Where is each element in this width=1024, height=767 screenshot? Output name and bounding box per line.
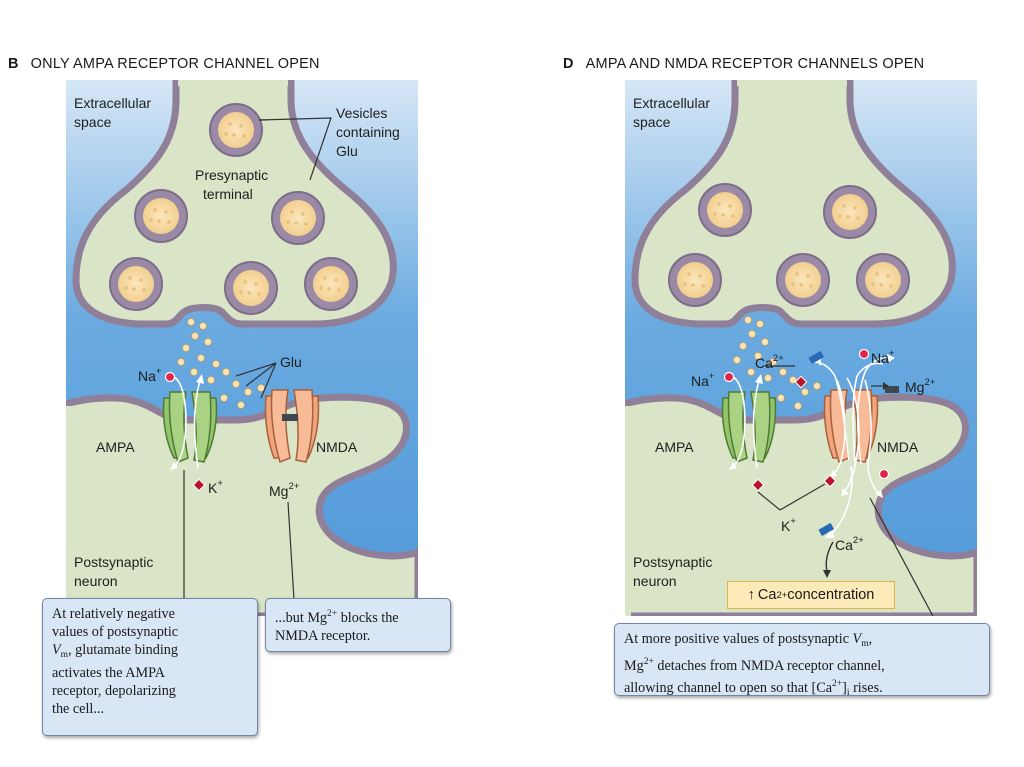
vesicles — [109, 103, 358, 315]
panel-b-letter: B — [8, 56, 19, 72]
potassium-ion — [794, 375, 808, 389]
sodium-label: Na+ — [138, 366, 162, 384]
vesicle — [109, 257, 163, 311]
vesicles — [668, 183, 910, 307]
sodium-label: Na+ — [871, 348, 895, 366]
leader-lines — [183, 117, 332, 601]
vesicle — [209, 103, 263, 157]
vesicles-label-3: Glu — [336, 143, 358, 159]
sodium-ion — [858, 348, 870, 360]
vesicle — [271, 191, 325, 245]
ampa-label: AMPA — [96, 439, 135, 455]
postsynaptic-neuron — [66, 393, 418, 616]
ampa-label: AMPA — [655, 439, 694, 455]
magnesium-ion — [885, 386, 899, 393]
panel-d-diagram: Extracellular space Na+ Ca2+ Na+ Mg2+ AM… — [625, 80, 977, 616]
panel-b-diagram: Extracellular space Vesicles containing … — [66, 80, 418, 616]
up-arrow-icon: ↑ — [747, 587, 755, 603]
extracellular-label-2: space — [74, 114, 112, 130]
panel-b-callout-ampa: At relatively negative values of postsyn… — [42, 598, 258, 736]
glu-label: Glu — [280, 354, 302, 370]
extracellular-label-1: Extracellular — [633, 95, 710, 111]
vesicle — [698, 183, 752, 237]
magnesium-label: Mg2+ — [905, 377, 936, 395]
vesicles-label-2: containing — [336, 124, 400, 140]
panel-d-letter: D — [563, 56, 574, 72]
presynaptic-label-2: terminal — [203, 186, 253, 202]
sodium-label: Na+ — [691, 371, 715, 389]
potassium-ion — [823, 474, 837, 488]
glutamate-molecules — [733, 315, 821, 410]
postsynaptic-label-1: Postsynaptic — [74, 554, 153, 570]
nmda-label: NMDA — [877, 439, 919, 455]
ion-flow-arrows — [730, 356, 894, 497]
postsynaptic-neuron — [625, 393, 977, 616]
glutamate-molecules — [177, 317, 265, 409]
calcium-label: Ca2+ — [835, 535, 864, 553]
calcium-ion — [808, 350, 825, 364]
magnesium-label: Mg2+ — [269, 481, 300, 499]
vesicle — [776, 253, 830, 307]
postsynaptic-label-2: neuron — [633, 573, 677, 589]
vesicle — [304, 257, 358, 311]
sodium-inflow-arrow — [171, 376, 187, 469]
vesicles-label-1: Vesicles — [336, 105, 387, 121]
magnesium-ion-block — [282, 414, 298, 421]
potassium-outflow-arrow — [193, 379, 201, 469]
vesicle — [668, 253, 722, 307]
ampa-receptor — [162, 391, 218, 464]
potassium-ion — [192, 478, 206, 492]
potassium-label: K+ — [208, 478, 223, 496]
panel-b-title: B ONLY AMPA RECEPTOR CHANNEL OPEN — [8, 56, 320, 72]
panel-b-title-text: ONLY AMPA RECEPTOR CHANNEL OPEN — [30, 56, 320, 72]
potassium-ion — [751, 478, 765, 492]
panel-d-callout: At more positive values of postsynaptic … — [614, 623, 990, 698]
presynaptic-label-1: Presynaptic — [195, 167, 268, 183]
postsynaptic-label-2: neuron — [74, 573, 118, 589]
nmda-receptor — [264, 389, 320, 464]
panel-d-title-text: AMPA AND NMDA RECEPTOR CHANNELS OPEN — [585, 56, 925, 72]
vesicle — [224, 261, 278, 315]
vesicle — [134, 189, 188, 243]
calcium-label: Ca2+ — [755, 353, 784, 371]
potassium-label: K+ — [781, 516, 796, 534]
panel-d-title: D AMPA AND NMDA RECEPTOR CHANNELS OPEN — [563, 56, 924, 72]
extracellular-label-1: Extracellular — [74, 95, 151, 111]
panel-b-callout-nmda: ...but Mg2+ blocks the NMDA receptor. — [265, 598, 451, 652]
nmda-label: NMDA — [316, 439, 358, 455]
leader-lines — [757, 365, 934, 616]
ampa-receptor — [721, 391, 777, 464]
vesicle — [856, 253, 910, 307]
calcium-ion — [818, 522, 835, 536]
vesicle — [823, 185, 877, 239]
presynaptic-terminal — [72, 80, 397, 328]
sodium-ion — [164, 371, 176, 383]
sodium-ion — [878, 468, 890, 480]
sodium-ion — [723, 371, 735, 383]
extracellular-label-2: space — [633, 114, 671, 130]
postsynaptic-label-1: Postsynaptic — [633, 554, 712, 570]
